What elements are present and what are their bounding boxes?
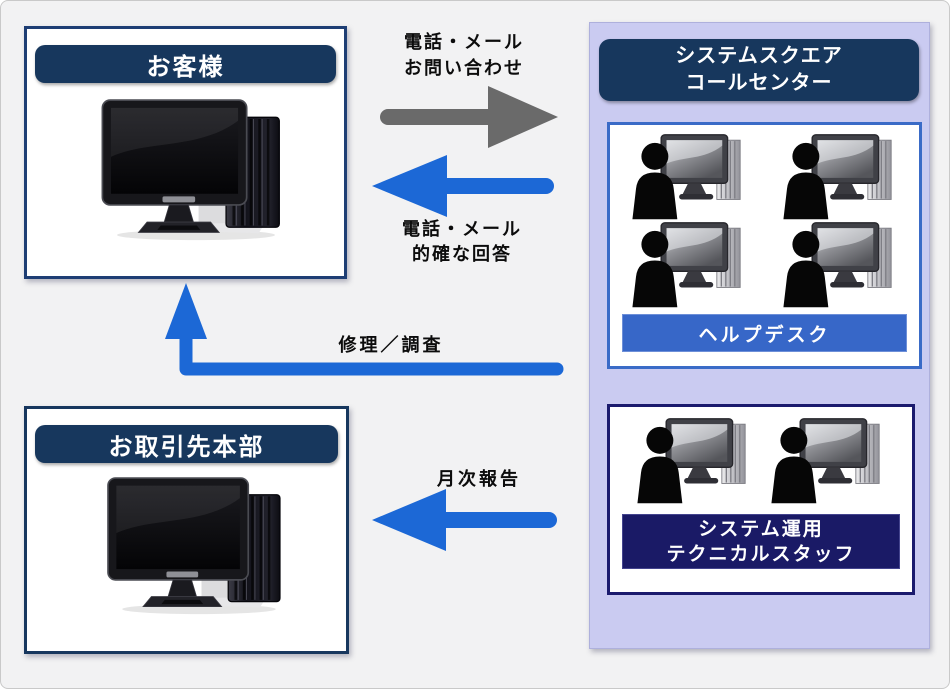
- helpdesk-box: ヘルプデスク: [607, 122, 922, 369]
- customer-box-title: お客様: [35, 45, 336, 83]
- desktop-computer-icon: [106, 476, 282, 615]
- tech-staff-label-line2: テクニカルスタッフ: [666, 543, 856, 565]
- inquiry-flow-label: 電話・メール お問い合わせ: [369, 29, 559, 81]
- partner-hq-box: お取引先本部: [24, 406, 349, 654]
- staff-with-pc-icon: [782, 134, 892, 220]
- answer-flow-label: 電話・メール 的確な回答: [369, 217, 555, 267]
- monthly-report-flow-label: 月次報告: [437, 469, 521, 489]
- tech-staff-label-bar: システム運用 テクニカルスタッフ: [622, 514, 900, 569]
- tech-staff-label-line1: システム運用: [698, 518, 824, 540]
- inquiry-label-line2: お問い合わせ: [404, 58, 524, 78]
- staff-with-pc-icon: [636, 418, 746, 504]
- staff-with-pc-icon: [782, 222, 892, 308]
- call-center-title: システムスクエア コールセンター: [599, 39, 919, 101]
- repair-flow-label: 修理／調査: [338, 335, 444, 355]
- technical-staff-box: システム運用 テクニカルスタッフ: [607, 404, 915, 595]
- answer-label-line1: 電話・メール: [402, 219, 522, 239]
- desktop-computer-icon: [101, 98, 281, 241]
- monthly-report-arrow: [372, 489, 557, 551]
- helpdesk-staff-grid: [610, 125, 919, 309]
- tech-staff-row: [610, 407, 912, 505]
- staff-with-pc-icon: [632, 222, 742, 308]
- call-center-title-line2: コールセンター: [685, 72, 833, 94]
- staff-with-pc-icon: [770, 418, 880, 504]
- answer-arrow: [372, 155, 554, 217]
- staff-with-pc-icon: [632, 134, 742, 220]
- call-center-panel: システムスクエア コールセンター ヘルプデスク システム運用 テクニカルスタッフ: [589, 22, 930, 649]
- answer-label-line2: 的確な回答: [412, 244, 512, 264]
- helpdesk-label-bar: ヘルプデスク: [622, 314, 907, 352]
- call-center-title-line1: システムスクエア: [675, 45, 843, 67]
- customer-box: お客様: [24, 26, 347, 279]
- inquiry-label-line1: 電話・メール: [404, 32, 524, 52]
- partner-hq-box-title: お取引先本部: [35, 425, 338, 463]
- inquiry-arrow: [380, 86, 558, 148]
